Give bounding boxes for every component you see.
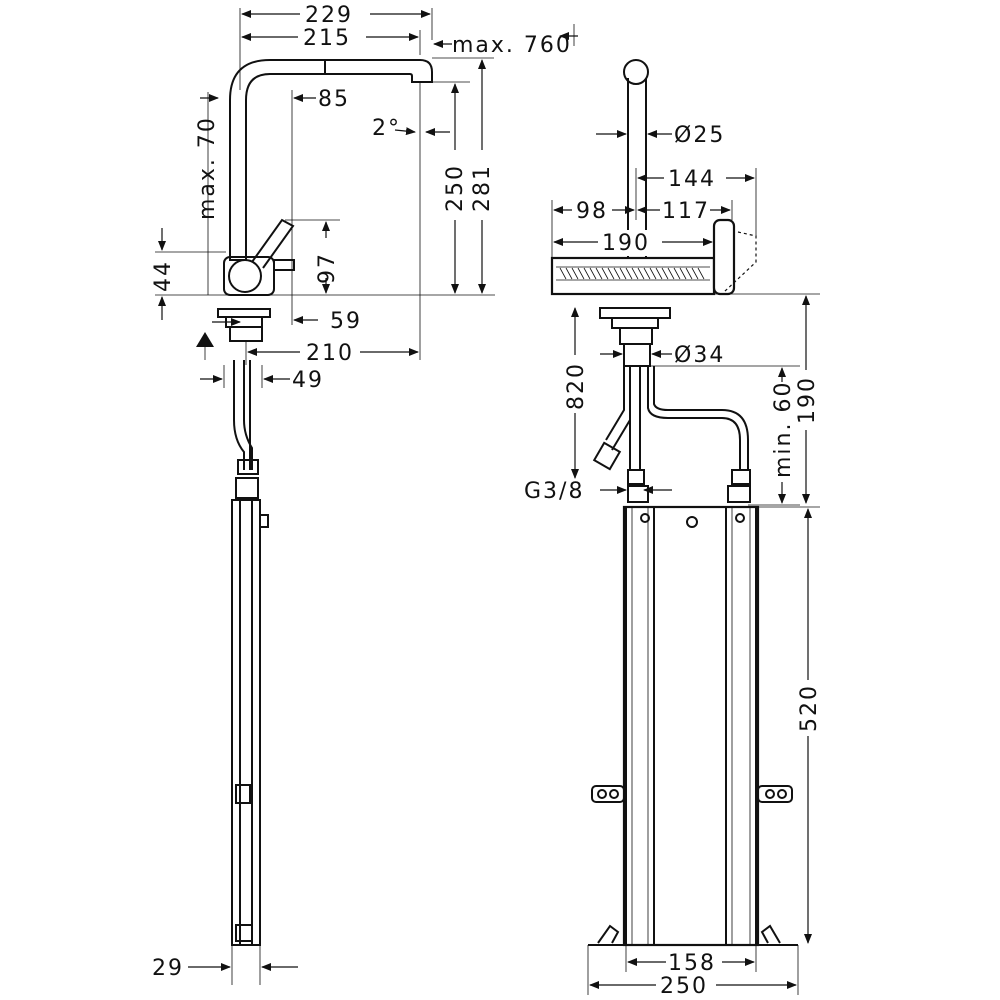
dim-250-width: 250: [660, 974, 708, 999]
dim-117: 117: [662, 199, 710, 224]
dim-44: 44: [151, 260, 176, 292]
sink-tray: [550, 256, 716, 296]
handle-lever: [251, 218, 295, 269]
dim-59: 59: [330, 309, 362, 334]
dim-229: 229: [305, 3, 353, 28]
front-hose-left: [611, 366, 631, 451]
dim-49: 49: [292, 368, 324, 393]
dim-98: 98: [576, 199, 608, 224]
dim-158: 158: [668, 951, 716, 976]
bracket-left: [591, 785, 625, 803]
bracket-right: [757, 785, 793, 803]
dim-210: 210: [306, 341, 354, 366]
spout: [229, 59, 433, 261]
dim-dia-25: Ø25: [674, 123, 725, 148]
front-box: [622, 505, 760, 947]
side-view: 229 215 max. 760 85 2° max. 70 250 281: [151, 0, 578, 985]
dim-max-760: max. 760: [452, 33, 572, 58]
dim-144: 144: [668, 167, 716, 192]
dim-85: 85: [318, 87, 350, 112]
front-handle: [712, 218, 736, 296]
side-box: [231, 499, 261, 946]
hose: [233, 360, 245, 470]
spout-column: [627, 78, 647, 258]
dim-250: 250: [443, 164, 468, 212]
dim-g3-8: G3/8: [524, 479, 584, 504]
dim-min-60: min. 60: [771, 381, 796, 478]
dim-190-width: 190: [602, 231, 650, 256]
front-view: Ø25 144 98 117 190 Ø34 820 min. 60: [524, 59, 823, 999]
dim-29: 29: [152, 956, 184, 981]
dim-dia-34: Ø34: [674, 343, 725, 368]
dim-520: 520: [797, 684, 822, 732]
dim-max-70: max. 70: [195, 116, 220, 220]
dim-281: 281: [470, 164, 495, 212]
dim-2-degree: 2°: [372, 116, 401, 141]
dim-190-height: 190: [795, 376, 820, 424]
tray-grille: [559, 267, 705, 280]
dim-97: 97: [315, 252, 340, 284]
dim-820: 820: [564, 362, 589, 410]
front-hose-right: [647, 366, 741, 470]
dim-215: 215: [303, 26, 351, 51]
